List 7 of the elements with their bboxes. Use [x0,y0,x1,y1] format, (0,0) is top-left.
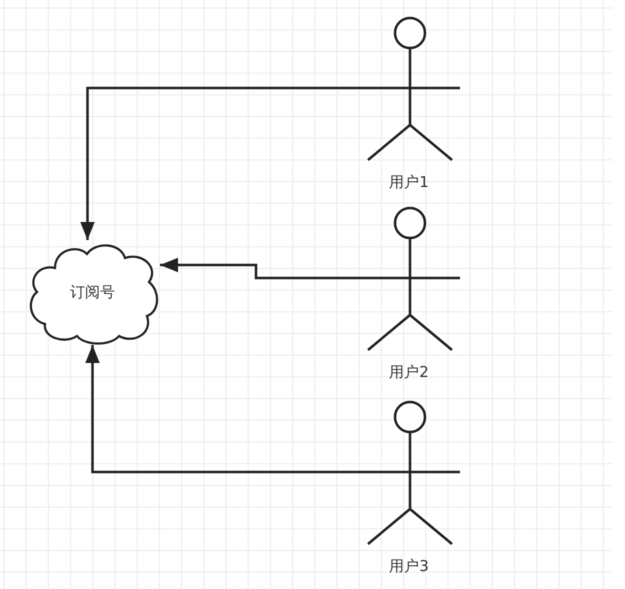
cloud-label: 订阅号 [69,282,116,302]
person-label: 用户1 [388,173,430,192]
arrow [85,345,358,474]
person-label: 用户2 [388,363,430,382]
arrow [160,258,358,280]
arrow [80,86,358,240]
person-label: 用户3 [388,557,430,576]
